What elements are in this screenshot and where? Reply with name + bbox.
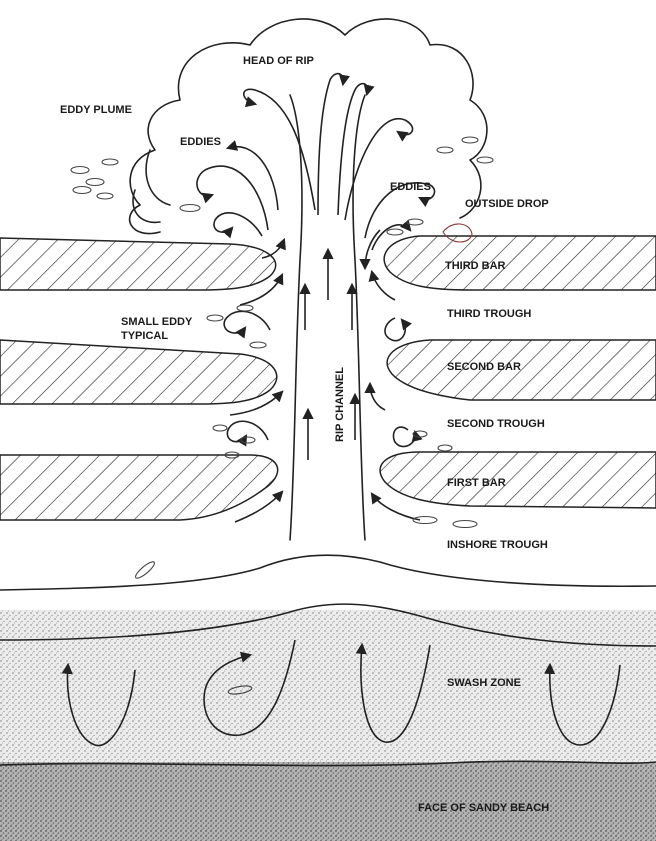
head-swirl-left	[244, 89, 315, 210]
inshore-trough-line	[0, 555, 656, 590]
label-eddies-right: EDDIES	[390, 181, 431, 193]
small-eddy-right-1	[385, 318, 405, 341]
second-bar-left	[0, 340, 277, 404]
label-small-eddy-line1: SMALL EDDY	[121, 316, 193, 328]
fish-group-plume	[71, 159, 200, 212]
label-first-bar: FIRST BAR	[447, 477, 506, 489]
third-bar-right	[384, 236, 656, 290]
small-eddy-left-2	[227, 421, 268, 441]
label-swash-zone: SWASH ZONE	[447, 677, 521, 689]
label-second-bar: SECOND BAR	[447, 361, 521, 373]
eddy-curl-left-1	[197, 166, 268, 230]
label-rip-channel: RIP CHANNEL	[334, 367, 346, 442]
eddy-curl-left-3	[214, 213, 262, 236]
small-eddy-left-1	[224, 311, 270, 333]
second-bar-right	[387, 340, 656, 400]
label-third-trough: THIRD TROUGH	[447, 308, 531, 320]
label-small-eddy-line2: TYPICAL	[121, 330, 168, 342]
flow-third-trough-right	[372, 272, 395, 300]
label-third-bar: THIRD BAR	[445, 260, 506, 272]
label-face-of-beach: FACE OF SANDY BEACH	[418, 802, 549, 814]
swash-top-boundary	[0, 586, 656, 610]
label-second-trough: SECOND TROUGH	[447, 418, 545, 430]
first-bar-left	[0, 455, 278, 520]
label-outside-drop: OUTSIDE DROP	[465, 198, 549, 210]
small-eddy-right-2	[393, 427, 415, 446]
beach-face-area	[0, 762, 656, 841]
swash-zone-area	[0, 600, 656, 770]
rip-neck-right	[353, 95, 365, 540]
first-bar-right	[380, 452, 656, 508]
label-inshore-trough: INSHORE TROUGH	[447, 539, 548, 551]
head-of-rip-outline	[130, 19, 487, 234]
flow-second-trough-right	[370, 384, 385, 410]
label-head-of-rip: HEAD OF RIP	[243, 55, 314, 67]
third-bar-left	[0, 238, 276, 290]
rip-neck-left	[290, 95, 302, 540]
label-eddy-plume: EDDY PLUME	[60, 104, 132, 116]
plume-wisp-1	[146, 150, 170, 205]
eddy-curl-left-2	[228, 147, 278, 210]
label-eddies-left: EDDIES	[180, 136, 221, 148]
